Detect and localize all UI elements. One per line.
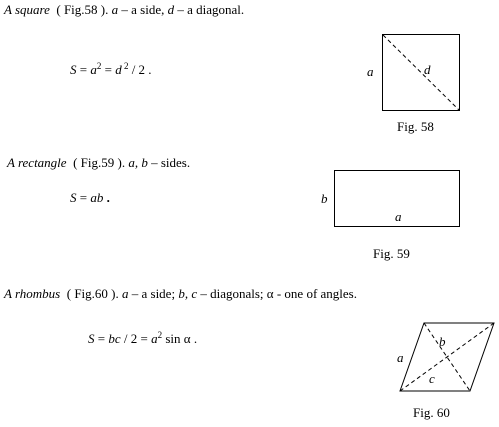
square-term: A square [4, 2, 50, 17]
fig-60-caption: Fig. 60 [413, 405, 450, 420]
square-side-label: a [367, 64, 374, 79]
rhombus-term: A rhombus [4, 286, 61, 301]
rhombus-fig-ref: ( Fig.60 ). [66, 286, 119, 301]
square-shape [382, 34, 460, 111]
square-diagonal-label: d [424, 62, 431, 77]
rhombus-definition: A rhombus ( Fig.60 ). a – a side; b, c –… [4, 286, 357, 301]
rectangle-fig-ref: ( Fig.59 ). [73, 155, 126, 170]
rhombus-diagonal-b-label: b [439, 334, 446, 349]
rhombus-side-label: a [397, 350, 404, 365]
fig-60-rhombus: a b c [397, 322, 495, 392]
rectangle-definition: A rectangle ( Fig.59 ). a, b – sides. [7, 155, 191, 170]
square-diagonal [382, 34, 460, 111]
fig-59-caption: Fig. 59 [373, 246, 410, 261]
rhombus-diagonal-c [399, 322, 495, 392]
rhombus-diagonal-c-label: c [429, 371, 435, 386]
fig-58-square: a d [367, 34, 460, 111]
rectangle-side-a-label: a [395, 209, 402, 224]
rhombus-shape [399, 322, 495, 392]
fig-59-rectangle: b a [321, 170, 460, 227]
rectangle-term: A rectangle [7, 155, 67, 170]
rectangle-side-b-label: b [321, 191, 328, 206]
square-definition: A square ( Fig.58 ). a – a side, d – a d… [4, 2, 245, 17]
rhombus-area-formula: S = bc / 2 = a2 sin α . [88, 330, 198, 347]
fig-58-caption: Fig. 58 [397, 119, 434, 134]
rectangle-area-formula: S = ab . [70, 190, 110, 205]
rectangle-shape [334, 170, 460, 227]
square-fig-ref: ( Fig.58 ). [56, 2, 109, 17]
square-area-formula: S = a2 = d 2 / 2 . [70, 61, 152, 78]
